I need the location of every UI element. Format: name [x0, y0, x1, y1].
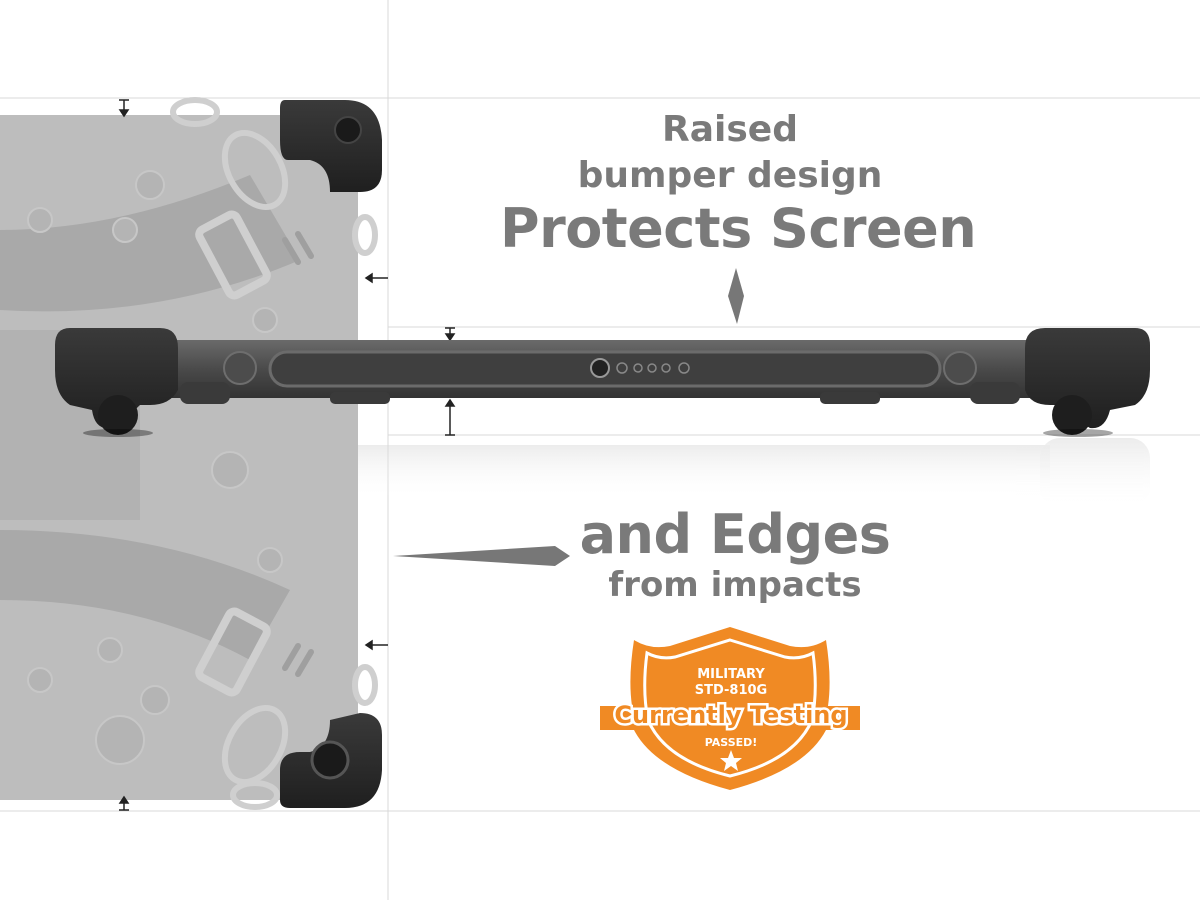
headline-and-edges: and Edges — [579, 503, 891, 566]
tablet-back-view — [0, 97, 382, 810]
headline-from-impacts: from impacts — [608, 565, 862, 605]
badge-line3: Currently Testing — [614, 701, 847, 729]
pointer-down-icon — [728, 268, 744, 324]
badge-line1: MILITARY — [697, 667, 765, 682]
dimension-markers — [118, 99, 456, 811]
pointer-left-icon — [393, 546, 570, 566]
star-icon — [720, 750, 742, 771]
badge-line2: STD-810G — [695, 683, 767, 698]
headline-protects-screen: Protects Screen — [500, 197, 977, 260]
headline-raised: Raised — [662, 109, 798, 150]
badge-line4: PASSED! — [705, 736, 758, 749]
military-badge: MILITARY STD-810G Currently Testing PASS… — [600, 627, 860, 790]
headline-bumper-design: bumper design — [577, 155, 883, 196]
tablet-edge-view — [55, 328, 1150, 437]
